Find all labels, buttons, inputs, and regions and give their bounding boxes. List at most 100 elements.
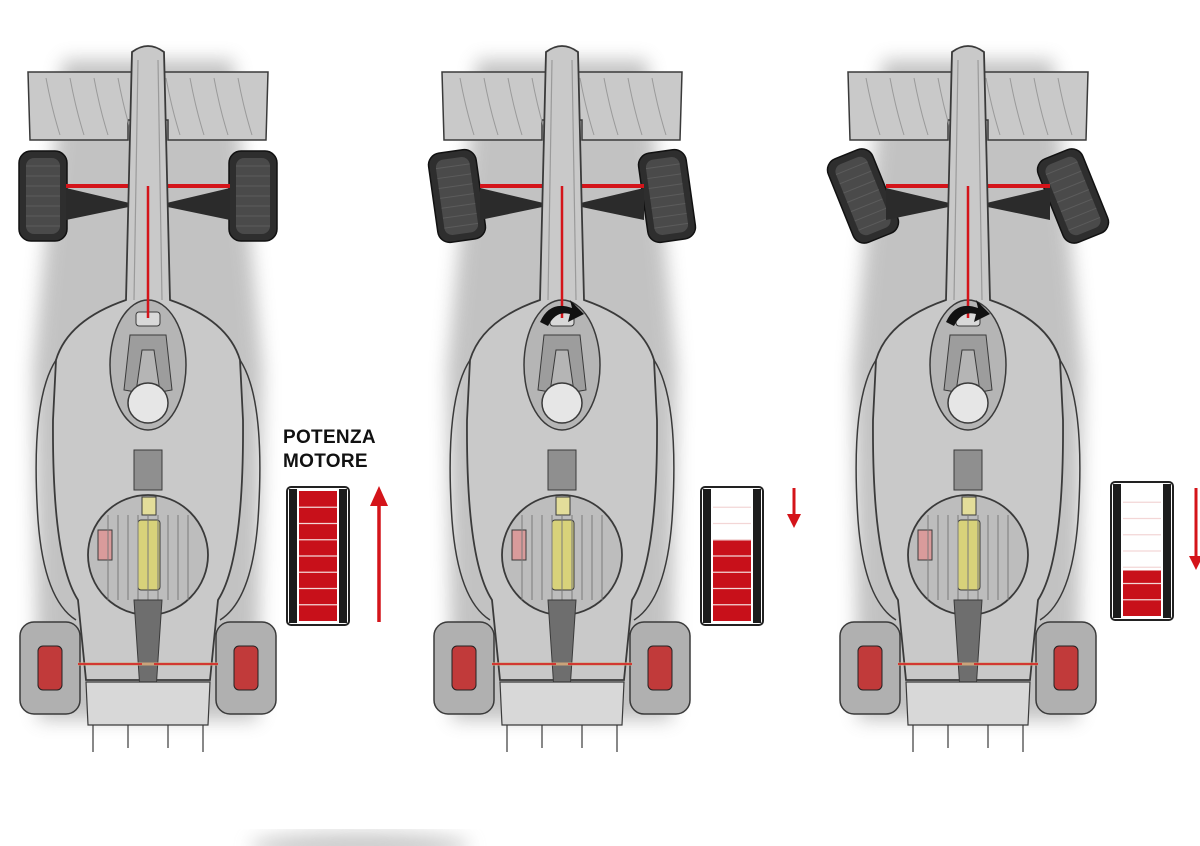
wing-element [865,77,881,136]
tread-line [437,173,472,180]
wing-element [189,77,205,136]
wing-element [45,77,61,136]
power-bar [286,486,350,626]
right-rear-wheel [637,148,697,244]
driver-body [123,334,173,393]
engine-block [551,519,575,591]
power-label-line-2: MOTORE [283,451,368,472]
power-bar-edge [339,489,347,623]
race-car [826,45,1110,752]
power-label-line-1: POTENZA [283,427,376,448]
nose-edge [133,59,163,301]
arrow-head [1189,556,1200,570]
radiator [97,529,113,561]
wing-element [69,77,85,136]
wing-element [213,77,229,136]
tread-line [440,193,474,199]
airbox [547,449,577,491]
power-bar [1110,481,1174,621]
rear-suspension [480,188,644,220]
nose-edge [547,59,577,301]
wing-element [459,77,475,136]
tread-line [850,198,883,213]
brake-disc [857,645,883,691]
wing-element [93,77,109,136]
tread-line [645,163,680,170]
tread-line [858,216,891,231]
tread-line [442,212,477,219]
front-fins [506,725,618,752]
wing-element [165,77,181,136]
wing-element [237,77,253,136]
wing-element [507,77,523,136]
left-front-wheel [433,621,495,715]
tread-line [1068,216,1101,231]
engine-top [141,496,157,516]
wing-element [1057,77,1073,136]
race-car [427,45,697,752]
tread-line [843,179,876,194]
wing-element [603,77,619,136]
radiator [511,529,527,561]
driver-helmet [127,382,169,424]
tread-line [435,163,470,170]
side-pods [449,359,675,621]
power-up-arrow [370,486,388,622]
tread-line [839,170,872,185]
radiator [917,529,933,561]
panel-2 [427,45,801,752]
tread-line [647,173,682,180]
airbox [133,449,163,491]
tread-line [1064,207,1097,222]
panel-3 [826,45,1200,752]
tread-line [835,161,868,176]
race-car [18,45,278,752]
front-fins [912,725,1024,752]
tread-line [1053,179,1086,194]
brake-disc [1053,645,1079,691]
rear-suspension [886,188,1050,220]
right-front-wheel [215,621,277,715]
power-bar-fill [1123,570,1161,616]
tread-line [441,203,476,209]
wing-element [1033,77,1049,136]
tread-line [854,207,887,222]
driver-helmet [947,382,989,424]
brake-disc [233,645,259,691]
front-fins [92,725,204,752]
left-rear-wheel [427,148,487,244]
left-front-wheel [19,621,81,715]
power-down-arrow [787,488,801,528]
power-bar-edge [753,489,761,623]
left-rear-wheel [18,150,68,242]
power-bar-edge [1113,484,1121,618]
steering-turn-icon [540,300,584,326]
wing-element [985,77,1001,136]
nose-edge [953,59,983,301]
right-rear-wheel [228,150,278,242]
power-bar-edge [703,489,711,623]
arrow-head [787,514,801,528]
tread-line [650,193,684,199]
power-bar-edge [1163,484,1171,618]
engine-block [957,519,981,591]
engine-top [555,496,571,516]
tread-line [648,183,683,189]
power-bar-edge [289,489,297,623]
tread-line [654,222,689,229]
power-bar [700,486,764,626]
tread-line [438,183,473,189]
power-label: POTENZA MOTORE [283,426,376,474]
side-pods [35,359,261,621]
power-bar-fill [713,540,751,621]
driver-body [943,334,993,393]
tread-line [444,222,479,229]
right-front-wheel [1035,621,1097,715]
engine-block [137,519,161,591]
driver-body [537,334,587,393]
arrow-head [370,486,388,506]
tread-line [847,189,879,203]
driver-helmet [541,382,583,424]
tread-line [651,203,686,209]
wing-element [889,77,905,136]
